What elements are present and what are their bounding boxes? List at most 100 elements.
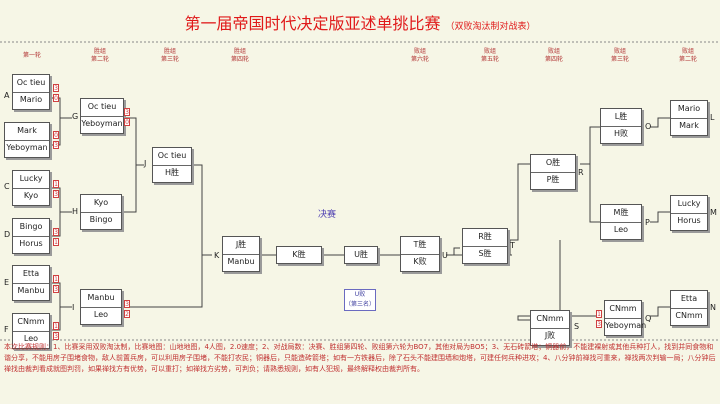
match-q[interactable]: CNmm Yeboyman (604, 300, 647, 336)
match-q-bot: Yeboyman (605, 321, 647, 330)
score-c-2: 3 (53, 190, 59, 198)
score-e-1: 1 (53, 275, 59, 283)
match-h[interactable]: Kyo Bingo (80, 194, 122, 230)
score-c-1: 1 (53, 180, 59, 188)
match-l-bot: Mark (679, 121, 699, 130)
title-sub: （双败淘汰制对战表） (445, 22, 536, 32)
match-s-bot: J败 (544, 331, 556, 340)
match-u[interactable]: T胜 K败 (400, 236, 440, 272)
match-s[interactable]: CNmm J败 (530, 310, 570, 346)
match-label-m: M (710, 208, 717, 217)
match-j-bot: H胜 (164, 168, 179, 177)
header-r2: 败组第二轮 (678, 48, 697, 63)
match-r-bot: P胜 (546, 175, 560, 184)
match-m-bot: Horus (677, 216, 701, 225)
match-o-top: L胜 (601, 109, 641, 127)
match-d[interactable]: Bingo Horus (12, 218, 50, 254)
match-u-top: T胜 (401, 237, 439, 255)
match-t[interactable]: R胜 S胜 (462, 228, 508, 264)
match-label-r: R (578, 168, 584, 177)
match-label-c: C (4, 182, 10, 191)
match-n[interactable]: Etta CNmm (670, 290, 708, 326)
match-label-g: G (72, 112, 79, 121)
header-r5: 败组第五轮 (480, 48, 499, 63)
page-title: 第一届帝国时代决定版亚述单挑比赛 （双败淘汰制对战表） (0, 10, 720, 34)
score-f-2: 3 (53, 332, 59, 340)
match-s-top: CNmm (531, 311, 569, 329)
match-label-j: J (144, 159, 147, 168)
match-o-bot: H败 (613, 129, 628, 138)
final-label: 决赛 (318, 210, 337, 220)
match-r-top: O胜 (531, 155, 575, 173)
score-b-1: 0 (53, 131, 59, 139)
match-k-bot: Manbu (227, 257, 255, 266)
final-k-win[interactable]: K胜 (276, 246, 322, 264)
match-a[interactable]: Oc tieu Mario (12, 74, 50, 110)
match-a-bot: Mario (19, 95, 43, 104)
match-label-o: O (645, 122, 652, 131)
match-label-t: T (510, 241, 515, 250)
match-label-a: A (4, 91, 10, 100)
header-l4: 胜组第四轮 (230, 48, 249, 63)
match-q-top: CNmm (605, 301, 641, 319)
score-a-1: 3 (53, 84, 59, 92)
match-a-top: Oc tieu (13, 75, 49, 93)
match-n-top: Etta (671, 291, 707, 309)
match-label-k: K (214, 251, 220, 260)
match-b-bot: Yeboyman (6, 143, 48, 152)
match-label-i: I (72, 303, 75, 312)
match-m-top: Lucky (671, 196, 707, 214)
third-place-box[interactable]: U败 （第三名） (344, 289, 376, 311)
match-i-bot: Leo (93, 310, 109, 319)
match-d-top: Bingo (13, 219, 49, 237)
match-g[interactable]: Oc tieu Yeboyman (80, 98, 124, 134)
match-d-bot: Horus (19, 239, 43, 248)
match-g-bot: Yeboyman (81, 119, 123, 128)
rules-text: 本次比赛规则：1、比赛采用双败淘汰制，比赛地图：山地地图，4人图，2.0速度；2… (4, 343, 716, 373)
match-f[interactable]: CNmm Leo (12, 313, 50, 349)
match-e[interactable]: Etta Manbu (12, 265, 50, 301)
match-label-f: F (4, 325, 9, 334)
score-q-2: 3 (596, 320, 602, 328)
header-r4: 败组第四轮 (544, 48, 563, 63)
match-label-q: Q (645, 314, 652, 323)
score-f-1: 1 (53, 322, 59, 330)
match-label-l: L (710, 113, 715, 122)
header-r6: 败组第六轮 (410, 48, 429, 63)
match-t-top: R胜 (463, 229, 507, 247)
match-m[interactable]: Lucky Horus (670, 195, 708, 231)
match-k[interactable]: J胜 Manbu (222, 236, 260, 272)
header-r3: 败组第三轮 (610, 48, 629, 63)
match-h-bot: Bingo (89, 215, 113, 224)
match-o[interactable]: L胜 H败 (600, 108, 642, 144)
match-r[interactable]: O胜 P胜 (530, 154, 576, 190)
match-label-h: H (72, 207, 79, 216)
match-i[interactable]: Manbu Leo (80, 289, 122, 325)
match-u-bot: K败 (413, 257, 427, 266)
match-t-bot: S胜 (478, 249, 492, 258)
match-c-top: Lucky (13, 171, 49, 189)
score-e-2: 3 (53, 285, 59, 293)
match-j-top: Oc tieu (153, 148, 191, 166)
match-c[interactable]: Lucky Kyo (12, 170, 50, 206)
match-p[interactable]: M胜 Leo (600, 204, 642, 240)
score-b-2: 3 (53, 141, 59, 149)
match-b[interactable]: Mark Yeboyman (4, 122, 50, 158)
header-l1: 第一轮 (22, 52, 41, 59)
match-i-top: Manbu (81, 290, 121, 308)
match-k-top: J胜 (223, 237, 259, 255)
header-l2: 胜组第二轮 (90, 48, 109, 63)
match-c-bot: Kyo (23, 191, 39, 200)
final-u-win[interactable]: U胜 (344, 246, 378, 264)
match-b-top: Mark (5, 123, 49, 141)
match-label-e: E (4, 278, 10, 287)
score-i-2: 2 (124, 310, 130, 318)
match-l[interactable]: Mario Mark (670, 100, 708, 136)
score-g-2: 0 (124, 118, 130, 126)
score-d-1: 3 (53, 228, 59, 236)
match-label-p: P (645, 218, 650, 227)
match-j[interactable]: Oc tieu H胜 (152, 147, 192, 183)
score-a-2: 0 (53, 94, 59, 102)
score-g-1: 3 (124, 108, 130, 116)
header-l3: 胜组第三轮 (160, 48, 179, 63)
